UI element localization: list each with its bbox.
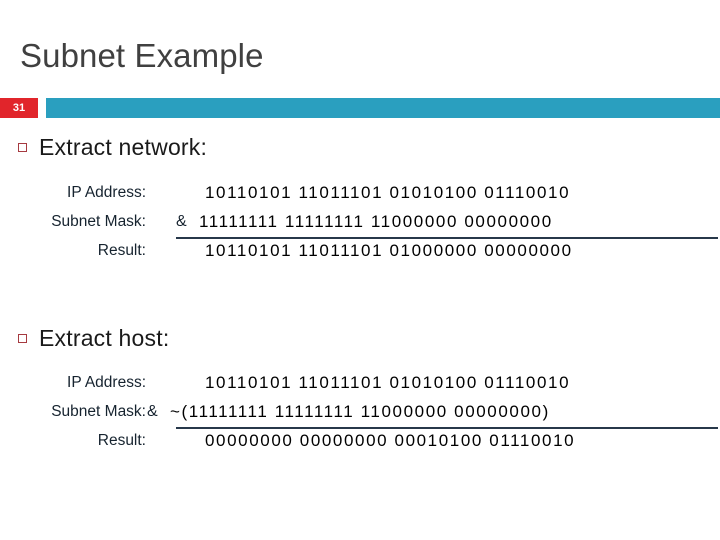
table-row: Result: 00000000 00000000 00010100 01110… xyxy=(0,426,720,455)
bullet-extract-host-label: Extract host: xyxy=(39,325,170,351)
bullet-extract-network: Extract network: xyxy=(18,134,207,160)
row-label-ip-address: IP Address: xyxy=(67,184,146,201)
calculation-divider-network xyxy=(176,237,718,239)
row-label-subnet-mask: Subnet Mask: xyxy=(51,403,146,420)
row-label-result: Result: xyxy=(97,432,146,449)
row-bits-ip-address: 10110101 11011101 01010100 01110010 xyxy=(205,373,571,392)
table-row: IP Address: 10110101 11011101 01010100 0… xyxy=(0,368,720,397)
table-row: Result: 10110101 11011101 01000000 00000… xyxy=(0,236,720,265)
row-bits-result: 00000000 00000000 00010100 01110010 xyxy=(205,431,576,450)
calculation-divider-host xyxy=(176,427,718,429)
row-bits-subnet-mask: ~(11111111 11111111 11000000 00000000) xyxy=(170,402,550,421)
row-bits-result: 10110101 11011101 01000000 00000000 xyxy=(205,241,573,260)
table-row: Subnet Mask: & 11111111 11111111 1100000… xyxy=(0,207,720,236)
square-bullet-icon xyxy=(18,142,27,152)
bullet-extract-host: Extract host: xyxy=(18,325,169,351)
table-row: IP Address: 10110101 11011101 01010100 0… xyxy=(0,178,720,207)
row-label-result: Result: xyxy=(97,242,146,259)
bullet-extract-network-label: Extract network: xyxy=(39,134,208,160)
slide-number-badge: 31 xyxy=(0,98,38,118)
calculation-block-host: IP Address: 10110101 11011101 01010100 0… xyxy=(0,368,720,455)
accent-band: 31 xyxy=(0,98,720,118)
row-bits-ip-address: 10110101 11011101 01010100 01110010 xyxy=(205,183,571,202)
square-bullet-icon xyxy=(18,333,27,343)
row-operator-subnet-mask: & xyxy=(176,213,187,230)
row-label-subnet-mask: Subnet Mask: xyxy=(51,213,146,230)
row-bits-subnet-mask: 11111111 11111111 11000000 00000000 xyxy=(199,212,553,231)
calculation-block-network: IP Address: 10110101 11011101 01010100 0… xyxy=(0,178,720,265)
table-row: Subnet Mask: & ~(11111111 11111111 11000… xyxy=(0,397,720,426)
page-title: Subnet Example xyxy=(20,37,264,74)
row-operator-subnet-mask: & xyxy=(147,403,158,420)
row-label-ip-address: IP Address: xyxy=(67,374,146,391)
slide-number-text: 31 xyxy=(12,102,26,114)
accent-bar xyxy=(46,98,720,118)
